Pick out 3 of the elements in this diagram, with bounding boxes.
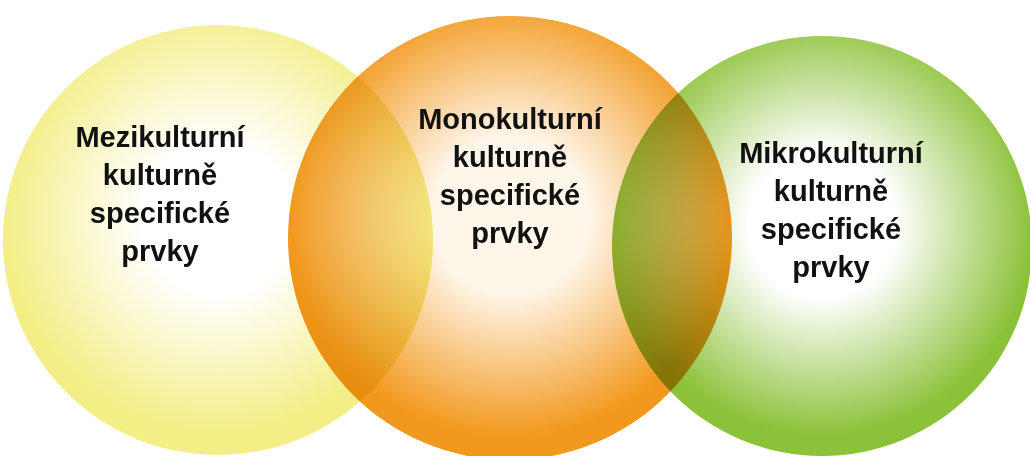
circle-label: Monokulturní kulturně specifické prvky bbox=[417, 102, 604, 251]
circle-label: Mikrokulturní kulturně specifické prvky bbox=[738, 136, 925, 285]
circle-label: Mezikulturní kulturně specifické prvky bbox=[74, 120, 247, 269]
